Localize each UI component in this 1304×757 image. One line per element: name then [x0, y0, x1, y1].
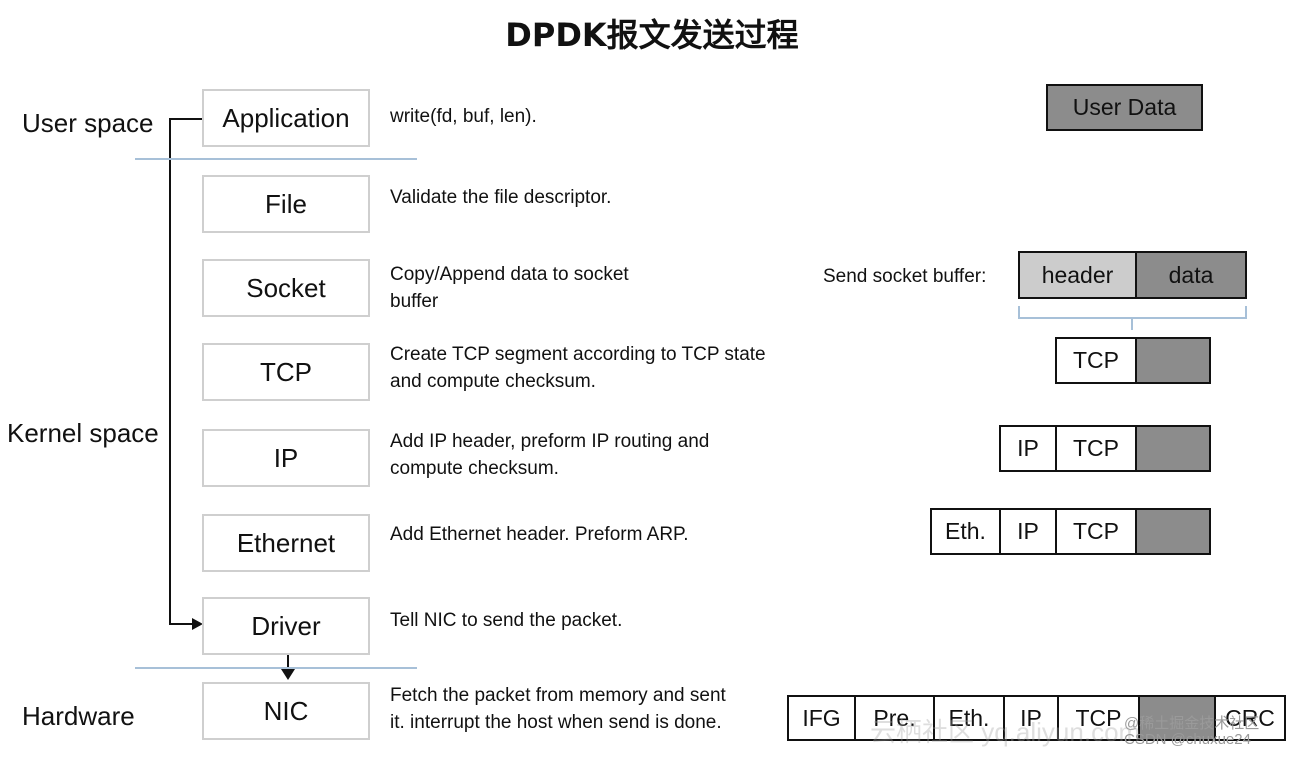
csdn-watermark: CSDN @chuxue24	[1124, 731, 1251, 748]
user-space-label: User space	[22, 108, 154, 138]
buffer-brace	[1018, 306, 1247, 330]
desc-line: write(fd, buf, len).	[390, 106, 537, 127]
desc-line: Copy/Append data to socket	[390, 264, 629, 285]
tcp-segment-data-cell	[1135, 337, 1211, 384]
tcp-segment-tcp-cell: TCP	[1055, 337, 1137, 384]
layer-driver: Driver	[202, 597, 370, 655]
desc-ethernet: Add Ethernet header. Preform ARP.	[390, 521, 689, 548]
kernel-hardware-separator	[135, 667, 417, 669]
desc-socket: Copy/Append data to socket buffer	[390, 261, 629, 315]
desc-ip: Add IP header, preform IP routing and co…	[390, 428, 709, 482]
desc-line: Create TCP segment according to TCP stat…	[390, 344, 766, 365]
desc-line: it. interrupt the host when send is done…	[390, 712, 722, 733]
frame-data-cell	[1135, 508, 1211, 555]
desc-line: Add IP header, preform IP routing and	[390, 431, 710, 452]
wire-data-cell	[1138, 695, 1216, 741]
send-buffer-label: Send socket buffer:	[823, 266, 987, 287]
nic-arrowhead	[281, 669, 295, 680]
desc-tcp: Create TCP segment according to TCP stat…	[390, 341, 766, 395]
hardware-label: Hardware	[22, 701, 135, 731]
desc-line: Tell NIC to send the packet.	[390, 610, 623, 631]
frame-tcp-cell: TCP	[1055, 508, 1137, 555]
layer-application: Application	[202, 89, 370, 147]
user-data-block: User Data	[1046, 84, 1203, 131]
kernel-space-label: Kernel space	[7, 418, 159, 448]
layer-tcp: TCP	[202, 343, 370, 401]
wire-ip-cell: IP	[1003, 695, 1059, 741]
faint-watermark: 云栖社区 yq.aliyun.com	[870, 717, 1141, 747]
desc-file: Validate the file descriptor.	[390, 184, 611, 211]
layer-ip: IP	[202, 429, 370, 487]
frame-eth-cell: Eth.	[930, 508, 1001, 555]
wire-ifg-cell: IFG	[787, 695, 856, 741]
desc-line: compute checksum.	[390, 458, 559, 479]
user-kernel-separator	[135, 158, 417, 160]
ip-packet-tcp-cell: TCP	[1055, 425, 1137, 472]
desc-line: and compute checksum.	[390, 371, 596, 392]
ip-packet-ip-cell: IP	[999, 425, 1057, 472]
desc-line: Add Ethernet header. Preform ARP.	[390, 524, 689, 545]
wire-eth-cell: Eth.	[933, 695, 1005, 741]
frame-ip-cell: IP	[999, 508, 1057, 555]
desc-application: write(fd, buf, len).	[390, 103, 537, 130]
layer-file: File	[202, 175, 370, 233]
desc-line: buffer	[390, 291, 439, 312]
layer-ethernet: Ethernet	[202, 514, 370, 572]
diagram-title: DPDK报文发送过程	[505, 16, 799, 54]
buffer-header-cell: header	[1018, 251, 1137, 299]
driver-arrowhead	[192, 618, 203, 630]
wire-crc-cell: CRC	[1214, 695, 1286, 741]
syscall-path-line	[169, 118, 202, 625]
wire-tcp-cell: TCP	[1057, 695, 1140, 741]
layer-nic: NIC	[202, 682, 370, 740]
buffer-data-cell: data	[1135, 251, 1247, 299]
desc-line: Validate the file descriptor.	[390, 187, 612, 208]
desc-line: Fetch the packet from memory and sent	[390, 685, 726, 706]
brand-watermark: @稀土掘金技术社区	[1124, 715, 1260, 732]
ip-packet-data-cell	[1135, 425, 1211, 472]
desc-nic: Fetch the packet from memory and sent it…	[390, 682, 726, 736]
desc-driver: Tell NIC to send the packet.	[390, 607, 622, 634]
layer-socket: Socket	[202, 259, 370, 317]
